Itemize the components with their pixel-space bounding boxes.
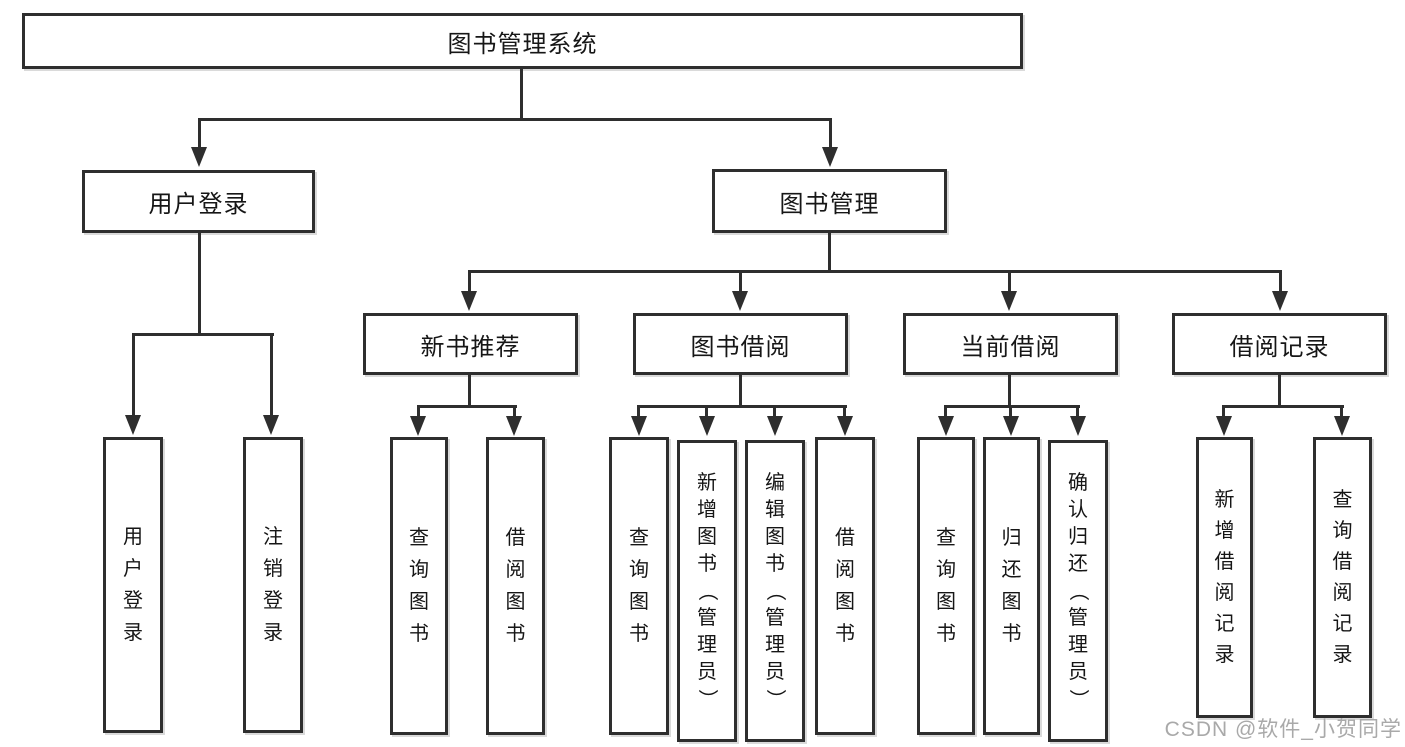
connector-borrow-records-stub: [1278, 375, 1281, 408]
node-new-book-recommend: 新书推荐: [363, 313, 578, 375]
node-library-management-system: 图书管理系统: [22, 13, 1023, 69]
connector-current-borrow-distributor: [944, 405, 1080, 408]
connector-leaf: [417, 405, 420, 418]
connector-user-login-distributor: [132, 333, 274, 336]
connector-to-user-login: [198, 118, 201, 151]
node-current-borrow: 当前借阅: [903, 313, 1118, 375]
arrowhead-down-icon: [1272, 291, 1288, 311]
leaf-current-return-books: 归还图书: [983, 437, 1040, 735]
node-book-borrow: 图书借阅: [633, 313, 848, 375]
leaf-borrow-add-books-admin: 新增图书（管理员）: [677, 440, 737, 742]
leaf-borrow-edit-books-admin: 编辑图书（管理员）: [745, 440, 805, 742]
arrowhead-down-icon: [461, 291, 477, 311]
arrowhead-down-icon: [125, 415, 141, 435]
arrowhead-down-icon: [767, 416, 783, 436]
connector-to-book-management: [829, 118, 832, 151]
connector-leaf: [1076, 405, 1079, 418]
arrowhead-down-icon: [837, 416, 853, 436]
connector-to-book-borrow: [739, 270, 742, 293]
connector-to-current-borrow: [1008, 270, 1011, 293]
leaf-current-query-books: 查询图书: [917, 437, 975, 735]
leaf-records-add-record: 新增借阅记录: [1196, 437, 1253, 718]
connector-user-login-stub: [198, 233, 201, 336]
node-user-login: 用户登录: [82, 170, 315, 233]
leaf-records-query-record: 查询借阅记录: [1313, 437, 1372, 718]
connector-leaf: [513, 405, 516, 418]
connector-leaf: [1009, 405, 1012, 418]
connector-leaf: [1340, 405, 1343, 418]
arrowhead-down-icon: [732, 291, 748, 311]
leaf-logout: 注销登录: [243, 437, 303, 733]
connector-level2-distributor: [198, 118, 832, 121]
leaf-borrow-borrow-books: 借阅图书: [815, 437, 875, 735]
connector-level3-distributor: [468, 270, 1282, 273]
leaf-user-login: 用户登录: [103, 437, 163, 733]
connector-leaf: [705, 405, 708, 418]
connector-to-leaf-logout: [270, 333, 273, 418]
arrowhead-down-icon: [1216, 416, 1232, 436]
arrowhead-down-icon: [1003, 416, 1019, 436]
arrowhead-down-icon: [631, 416, 647, 436]
leaf-recommend-query-books: 查询图书: [390, 437, 448, 735]
connector-current-borrow-stub: [1008, 375, 1011, 408]
arrowhead-down-icon: [1001, 291, 1017, 311]
arrowhead-down-icon: [938, 416, 954, 436]
connector-leaf: [944, 405, 947, 418]
node-borrow-records: 借阅记录: [1172, 313, 1387, 375]
connector-to-leaf-user-login: [132, 333, 135, 418]
connector-borrow-records-distributor: [1222, 405, 1344, 408]
connector-leaf: [773, 405, 776, 418]
connector-to-new-book-recommend: [468, 270, 471, 293]
arrowhead-down-icon: [822, 147, 838, 167]
node-book-management: 图书管理: [712, 169, 947, 233]
connector-leaf: [843, 405, 846, 418]
arrowhead-down-icon: [191, 147, 207, 167]
connector-recommend-stub: [468, 375, 471, 408]
connector-book-management-stub: [828, 233, 831, 273]
connector-book-borrow-distributor: [637, 405, 847, 408]
connector-root-trunk: [520, 68, 523, 121]
arrowhead-down-icon: [410, 416, 426, 436]
arrowhead-down-icon: [506, 416, 522, 436]
arrowhead-down-icon: [1070, 416, 1086, 436]
leaf-recommend-borrow-books: 借阅图书: [486, 437, 545, 735]
leaf-borrow-query-books: 查询图书: [609, 437, 669, 735]
leaf-current-confirm-return-admin: 确认归还（管理员）: [1048, 440, 1108, 742]
arrowhead-down-icon: [1334, 416, 1350, 436]
connector-book-borrow-stub: [739, 375, 742, 408]
connector-leaf: [1222, 405, 1225, 418]
connector-recommend-distributor: [417, 405, 517, 408]
arrowhead-down-icon: [263, 415, 279, 435]
csdn-watermark: CSDN @软件_小贺同学: [1164, 718, 1402, 741]
connector-leaf: [637, 405, 640, 418]
arrowhead-down-icon: [699, 416, 715, 436]
connector-to-borrow-records: [1279, 270, 1282, 293]
